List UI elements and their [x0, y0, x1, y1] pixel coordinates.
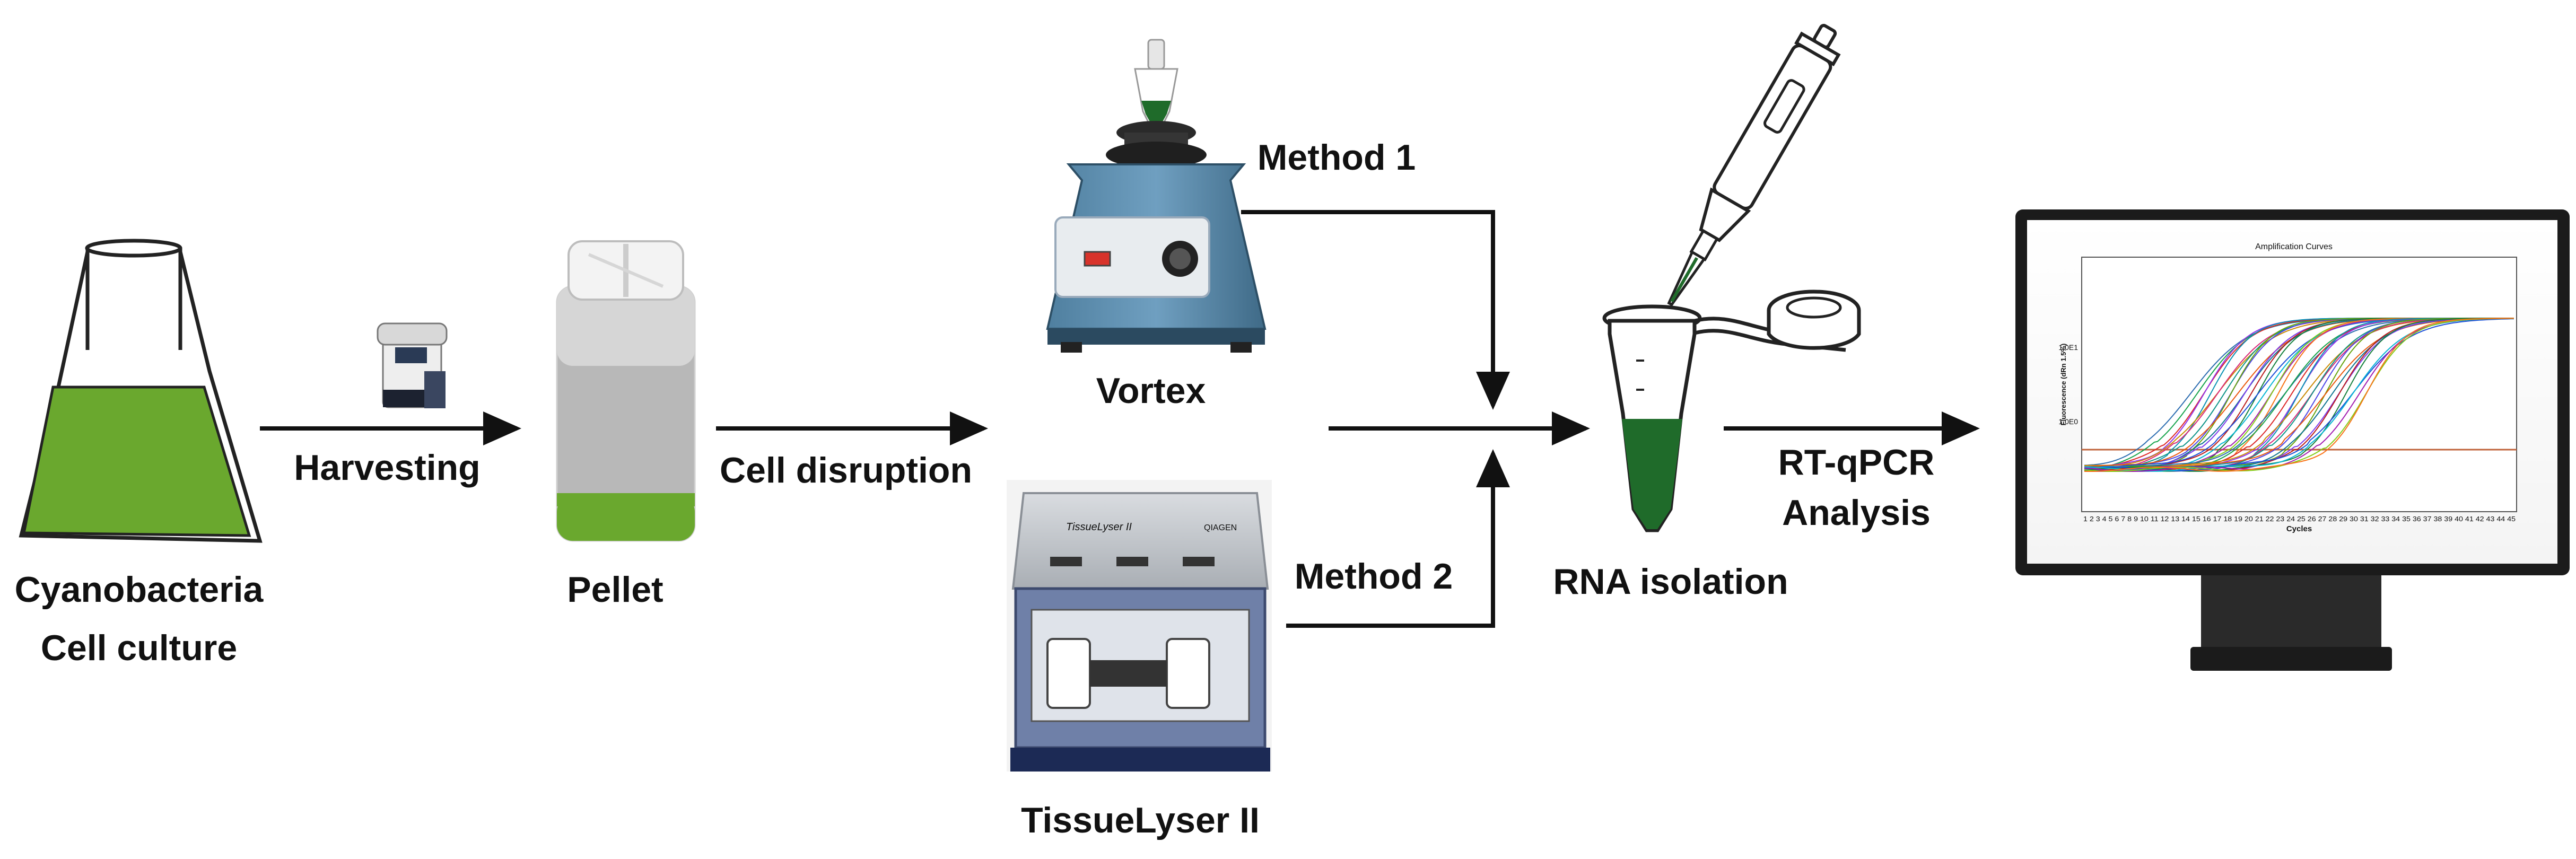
rtqpcr-label-line2: Analysis: [1782, 493, 1931, 533]
harvesting-label: Harvesting: [294, 448, 480, 488]
amplification-curve: [2084, 318, 2514, 472]
plot-y-tick-mid: 1.0E0: [2058, 417, 2078, 426]
plot-title: Amplification Curves: [2255, 242, 2333, 251]
tissuelyser-maker: QIAGEN: [1204, 523, 1237, 532]
amplification-curve: [2084, 318, 2514, 472]
plot-x-ticks: 1 2 3 4 5 6 7 8 9 10 11 12 13 14 15 16 1…: [2083, 515, 2516, 523]
pellet-label: Pellet: [567, 569, 663, 610]
method1-label: Method 1: [1258, 137, 1416, 178]
rna-isolation-label: RNA isolation: [1553, 562, 1788, 602]
pellet-bottle-icon: [556, 240, 696, 542]
cell-disruption-label: Cell disruption: [720, 450, 972, 490]
pipette-icon: [1667, 24, 1841, 306]
culture-label-line1: Cyanobacteria: [15, 569, 264, 610]
plot-y-tick-top: 1.0E1: [2058, 343, 2078, 352]
tissuelyser-label: TissueLyser II: [1021, 800, 1260, 840]
method2-label: Method 2: [1295, 556, 1453, 597]
vortex-label: Vortex: [1096, 371, 1206, 411]
tissuelyser-brand: TissueLyser II: [1066, 521, 1132, 533]
rtqpcr-label-line1: RT-qPCR: [1778, 442, 1935, 483]
flask-icon: [19, 239, 263, 543]
culture-label-line2: Cell culture: [41, 628, 237, 668]
microtube-icon: [1602, 290, 1861, 532]
plot-x-axis: Cycles: [2286, 524, 2312, 533]
plot-y-axis: Fluorescence (dRn 1.5%): [2059, 344, 2067, 426]
amplification-curves: [2084, 318, 2514, 472]
centrifuge-icon: [377, 322, 448, 408]
method1-connector: [1241, 210, 1510, 410]
tissuelyser-icon: TissueLyser II QIAGEN: [1007, 480, 1272, 772]
method-connectors: [1241, 210, 1590, 628]
vortex-mixer-icon: [1046, 39, 1267, 353]
method2-connector: [1286, 449, 1510, 628]
amplification-plot: Amplification Curves Fluorescence (dRn 1…: [2058, 242, 2517, 533]
